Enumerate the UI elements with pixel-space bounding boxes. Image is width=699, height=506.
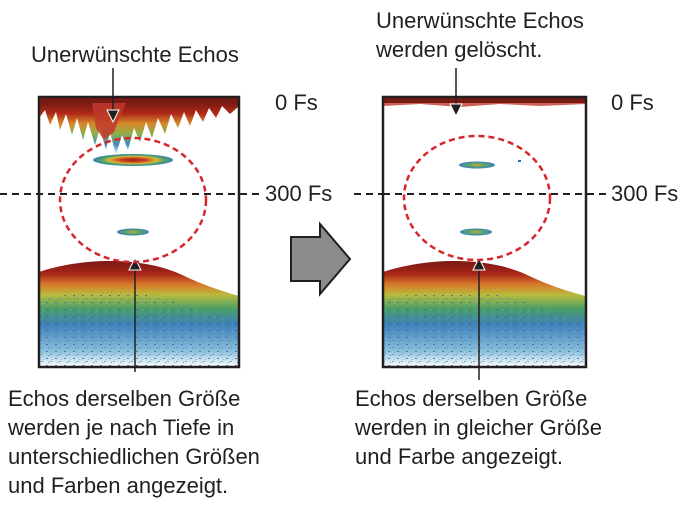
left-fish-school-lower — [117, 228, 149, 236]
right-surface-residual — [383, 103, 586, 107]
right-echogram — [383, 97, 586, 367]
right-seabed-speckle — [383, 292, 586, 367]
right-top-callout-arrowhead — [449, 103, 463, 118]
left-dashed-highlight — [58, 136, 208, 264]
right-bottom-callout-arrowhead — [472, 256, 486, 271]
left-caption-line1: Echos derselben Größe — [8, 386, 241, 411]
left-unwanted-echoes-label: Unerwünschte Echos — [31, 42, 239, 67]
left-depth-label-top: 0 Fs — [275, 90, 318, 115]
right-dashed-highlight — [402, 134, 552, 262]
right-arrow-icon — [290, 221, 352, 297]
left-seabed-speckle — [39, 292, 239, 367]
left-echogram — [39, 97, 239, 367]
left-depth-label-300: 300 Fs — [265, 181, 333, 206]
right-surface-band — [383, 97, 586, 103]
right-fish-school-upper — [459, 161, 495, 169]
left-caption-line4: und Farben angezeigt. — [8, 473, 229, 498]
left-bottom-callout-arrowhead — [128, 256, 142, 271]
right-caption-line3: und Farbe angezeigt. — [355, 444, 563, 469]
right-unwanted-echoes-label-line2: werden gelöscht. — [376, 37, 543, 62]
right-stray-echo — [518, 160, 521, 162]
right-echogram-frame — [381, 95, 588, 369]
right-depth-label-top: 0 Fs — [611, 90, 654, 115]
right-caption-line2: werden in gleicher Größe — [355, 415, 603, 440]
left-echogram-frame — [37, 95, 241, 369]
right-depth-label-300: 300 Fs — [611, 181, 679, 206]
left-caption-line3: unterschiedlichen Größen — [8, 444, 260, 469]
right-caption-line1: Echos derselben Größe — [355, 386, 588, 411]
left-unwanted-echoes — [39, 103, 239, 155]
left-top-callout-arrowhead — [106, 109, 120, 124]
right-fish-school-lower — [460, 228, 492, 236]
right-unwanted-echoes-label-line1: Unerwünschte Echos — [376, 8, 584, 33]
left-caption-line2: werden je nach Tiefe in — [8, 415, 235, 440]
left-fish-school-upper — [93, 154, 173, 166]
left-surface-band — [39, 97, 239, 103]
